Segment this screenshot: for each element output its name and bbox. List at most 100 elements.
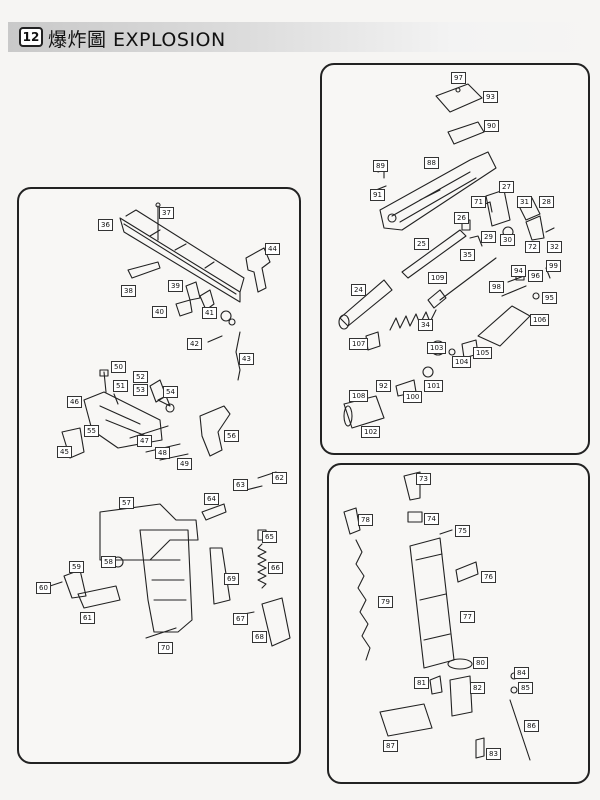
- part-label: 71: [471, 196, 486, 208]
- part-label: 108: [349, 390, 369, 402]
- part-label: 31: [517, 196, 532, 208]
- part-label: 78: [358, 514, 373, 526]
- part-label: 70: [158, 642, 173, 654]
- part-label: 81: [414, 677, 429, 689]
- part-label: 84: [514, 667, 529, 679]
- part-label: 82: [470, 682, 485, 694]
- frame-body-part: [99, 503, 199, 561]
- part-label: 79: [378, 596, 393, 608]
- part-label: 26: [454, 212, 469, 224]
- inner-barrel-part: [339, 279, 393, 327]
- part-label: 44: [265, 243, 280, 255]
- part-label: 74: [424, 513, 439, 525]
- part-label: 68: [252, 631, 267, 643]
- slide-assembly-panel: [320, 63, 590, 455]
- fill-valve-part: [455, 561, 479, 583]
- part-label: 98: [489, 281, 504, 293]
- part-label: 34: [418, 319, 433, 331]
- part-label: 28: [539, 196, 554, 208]
- nozzle-assembly-part: [477, 305, 531, 347]
- part-label: 80: [473, 657, 488, 669]
- part-label: 42: [187, 338, 202, 350]
- part-label: 27: [499, 181, 514, 193]
- magazine-spring-part: [355, 539, 371, 661]
- part-label: 62: [272, 472, 287, 484]
- part-label: 41: [202, 307, 217, 319]
- part-label: 59: [69, 561, 84, 573]
- part-label: 106: [530, 314, 550, 326]
- base-pad-part: [77, 585, 121, 609]
- part-label: 75: [455, 525, 470, 537]
- part-label: 86: [524, 720, 539, 732]
- frame-assembly-panel: [17, 187, 301, 764]
- part-label: 93: [483, 91, 498, 103]
- part-label: 37: [159, 207, 174, 219]
- sear-part: [185, 281, 201, 301]
- part-label: 55: [84, 425, 99, 437]
- slide-stop-part: [127, 261, 161, 279]
- part-label: 91: [370, 189, 385, 201]
- grip-panel-part: [139, 529, 193, 633]
- part-label: 85: [518, 682, 533, 694]
- part-label: 69: [224, 573, 239, 585]
- part-label: 90: [484, 120, 499, 132]
- part-label: 47: [137, 435, 152, 447]
- part-label: 30: [500, 234, 515, 246]
- spring-part: [257, 543, 267, 589]
- part-label: 24: [351, 284, 366, 296]
- part-label: 89: [373, 160, 388, 172]
- part-label: 49: [177, 458, 192, 470]
- part-label: 66: [268, 562, 283, 574]
- part-label: 83: [486, 748, 501, 760]
- part-label: 103: [427, 342, 447, 354]
- part-label: 72: [525, 241, 540, 253]
- part-label: 67: [233, 613, 248, 625]
- part-label: 88: [424, 157, 439, 169]
- part-label: 29: [481, 231, 496, 243]
- part-label: 77: [460, 611, 475, 623]
- part-label: 45: [57, 446, 72, 458]
- outer-barrel-part: [401, 229, 467, 279]
- magazine-body-part: [409, 537, 455, 669]
- part-label: 100: [403, 391, 423, 403]
- part-label: 38: [121, 285, 136, 297]
- part-label: 97: [451, 72, 466, 84]
- part-label: 25: [414, 238, 429, 250]
- part-label: 63: [233, 479, 248, 491]
- part-label: 35: [460, 249, 475, 261]
- part-label: 87: [383, 740, 398, 752]
- trigger-part: [199, 405, 231, 457]
- part-label: 73: [416, 473, 431, 485]
- part-label: 61: [80, 612, 95, 624]
- part-label: 99: [546, 260, 561, 272]
- part-label: 65: [262, 531, 277, 543]
- header-bar: [8, 22, 600, 52]
- part-label: 32: [547, 241, 562, 253]
- part-label: 46: [67, 396, 82, 408]
- part-label: 36: [98, 219, 113, 231]
- part-label: 105: [473, 347, 493, 359]
- part-label: 56: [224, 430, 239, 442]
- part-label: 40: [152, 306, 167, 318]
- part-label: 52: [133, 371, 148, 383]
- page-number-badge: 12: [19, 27, 43, 47]
- part-label: 92: [376, 380, 391, 392]
- part-label: 95: [542, 292, 557, 304]
- part-label: 64: [204, 493, 219, 505]
- part-label: 107: [349, 338, 369, 350]
- part-label: 96: [528, 270, 543, 282]
- part-label: 109: [428, 272, 448, 284]
- part-label: 101: [424, 380, 444, 392]
- part-label: 53: [133, 384, 148, 396]
- part-label: 58: [101, 556, 116, 568]
- part-label: 43: [239, 353, 254, 365]
- page-title: 爆炸圖 EXPLOSION: [48, 29, 226, 51]
- frame-rail-part: [119, 217, 241, 303]
- magazine-base-plate-part: [379, 703, 433, 737]
- part-label: 50: [111, 361, 126, 373]
- recoil-spring-part: [389, 309, 437, 331]
- slide-part: [379, 151, 497, 231]
- part-label: 104: [452, 356, 472, 368]
- part-label: 60: [36, 582, 51, 594]
